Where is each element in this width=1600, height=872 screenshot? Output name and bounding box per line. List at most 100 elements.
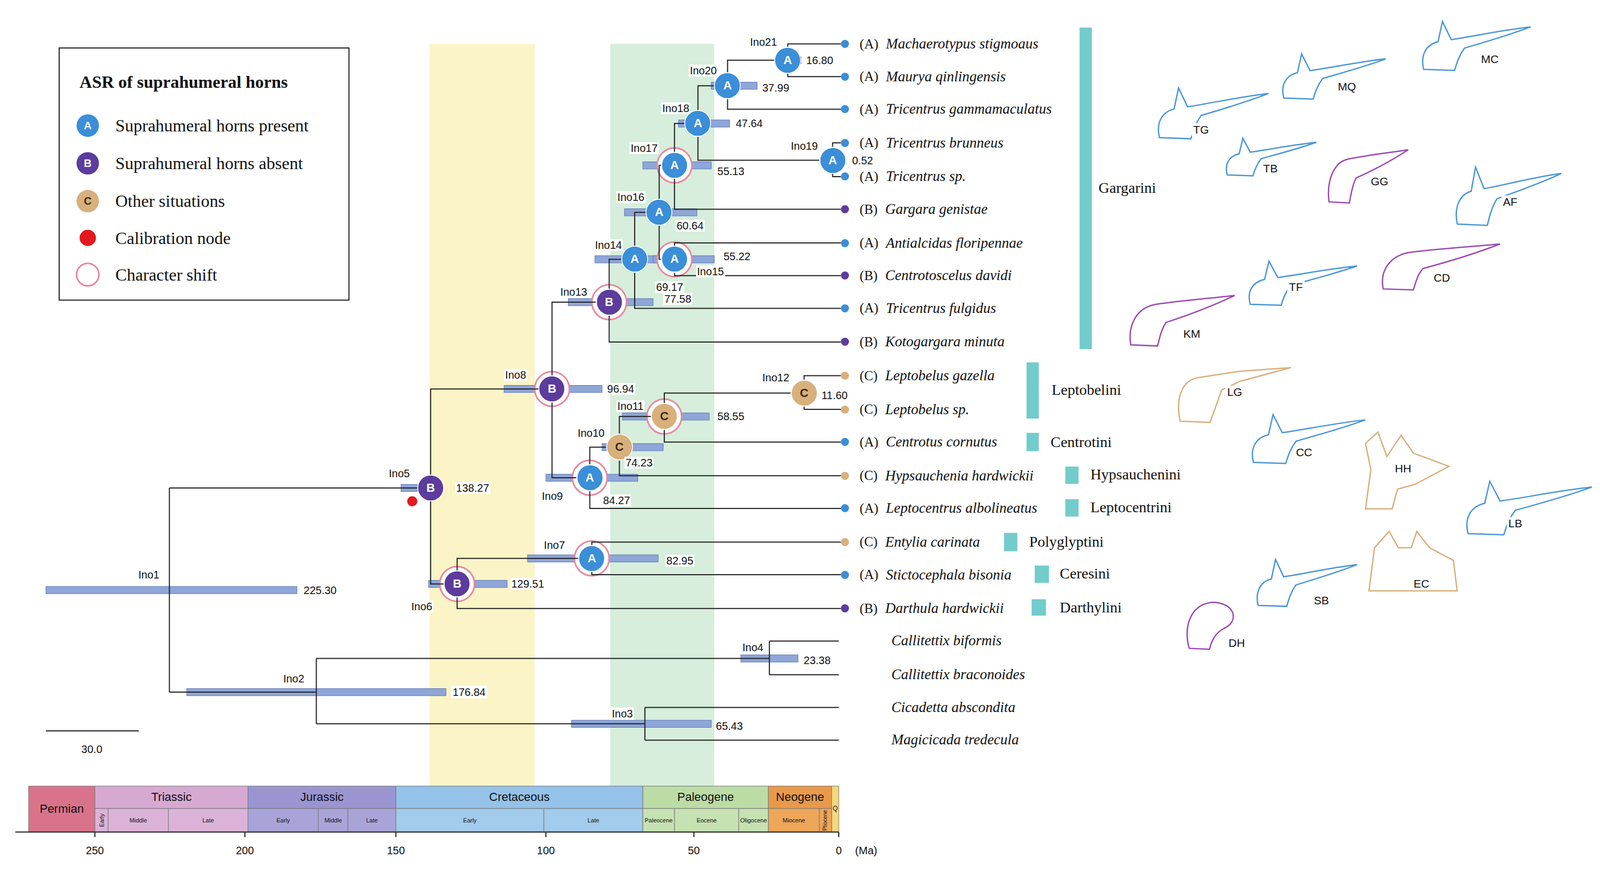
state-node: BIno896.94 [538,375,566,403]
tip-state: (A) [859,169,879,185]
geologic-unit: Cretaceous [488,790,550,804]
state-letter: B [443,570,471,598]
node-id: Ino10 [576,426,606,439]
shape-code: TG [1191,123,1211,137]
tip-state: (A) [859,300,879,316]
tip-state: (A) [859,566,879,582]
geologic-unit-box [674,808,739,832]
pronotum-path [1257,559,1358,607]
tip-taxon: (A) Tricentrus fulgidus [840,299,997,317]
tribe-bar [1026,362,1040,419]
scale-bar [45,730,139,732]
pronotum-path [1382,243,1500,290]
species-name: Darthula hardwickii [885,599,1004,617]
state-node: AIno2037.99 [713,72,741,100]
pronotum-path [1282,53,1386,100]
tree-branch [591,541,841,545]
tip-taxon: (C)Leptobelus sp. [840,401,970,418]
tree-branch [590,490,841,509]
tip-taxon: (A)Machaerotypus stigmoaus [840,35,1039,53]
tree-branch [590,446,607,465]
axis-tick: 100 [536,843,555,856]
state-node: AIno2116.80 [774,46,802,74]
geologic-unit: Permian [39,801,84,816]
species-name: Leptobelus sp. [885,401,970,418]
tip-dot [840,537,849,546]
node-id: Ino14 [593,239,623,251]
pronotum-path [1252,414,1366,464]
state-node: CIno1074.23 [606,433,634,461]
legend-title: ASR of suprahumeral horns [79,71,289,92]
tip-state: (B) [859,334,878,350]
tip-state: (A) [859,500,879,516]
shape-code: SB [1312,593,1331,607]
pronotum-outline [1456,166,1562,226]
legend-text: Suprahumeral horns present [115,115,309,136]
outgroup-branch [769,674,839,676]
node-id: Ino6 [410,600,434,613]
tip-dot [840,205,849,214]
legend-swatch [76,114,100,137]
tree-branch [787,73,841,77]
node-age: 11.60 [820,389,849,402]
legend-swatch [79,229,96,246]
state-node: AIno1555.22 [661,245,689,273]
tree-branch [674,242,841,246]
pronotum-outline [1328,149,1409,203]
geologic-unit-box [642,785,769,809]
node-circle-fill [621,246,648,272]
species-name: Tricentrus fulgidus [886,299,997,317]
node-age: 55.13 [716,165,746,178]
tree-branch [457,558,579,571]
tree-branch [727,99,841,110]
node-age: 96.94 [606,382,636,395]
tip-taxon: (B)Gargara genistae [840,200,988,218]
geologic-unit: Miocene [782,816,806,824]
node-circle-fill [774,47,801,74]
node-circle-fill [651,403,678,430]
tree-branch [674,123,685,152]
tree-branch [674,178,841,210]
shape-code: TB [1261,162,1280,175]
legend-text: Other situations [115,191,226,212]
geologic-unit-box [318,808,348,832]
tip-state: (C) [859,467,878,483]
tip-state: (C) [859,368,878,384]
character-shift-ring [657,148,692,183]
tip-dot [840,604,849,613]
node-age: 69.17 [655,281,685,293]
tribe-bar [1026,432,1040,452]
species-name: Maurya qinlingensis [886,68,1007,86]
legend-frame [59,47,349,300]
state-letter: A [645,198,673,226]
node-id: Ino8 [503,368,528,381]
species-name: Stictocephala bisonia [886,566,1012,584]
outgroup-branch [169,691,317,693]
shape-code: EC [1412,577,1431,591]
geologic-unit-box [831,785,839,832]
geologic-unit-box [395,808,544,832]
outgroup-branch [644,706,839,708]
axis-tick-mark [545,831,547,837]
node-circle-fill [791,380,818,406]
legend-letter: C [83,194,92,208]
scale-value: 30.0 [79,742,104,756]
node-label: Ino2 [281,672,306,685]
outgroup-taxon: Callitettix biformis [889,632,1004,650]
age-interval-bar [45,586,297,594]
pronotum-outline [1187,601,1234,649]
tribe-bar [1079,27,1092,349]
node-id: Ino21 [748,36,778,48]
tree-branch [697,136,819,160]
geologic-unit-box [543,808,643,832]
node-id: Ino16 [616,191,646,203]
tip-dot [840,371,849,380]
tip-dot [840,437,849,446]
geologic-unit-box [94,785,248,809]
pronotum-path [1422,21,1532,71]
node-age: 55.22 [722,250,752,263]
pronotum-path [1369,531,1458,591]
geologic-unit: Late [202,816,214,824]
geologic-unit-box [108,808,169,832]
tree-branch [832,173,841,177]
